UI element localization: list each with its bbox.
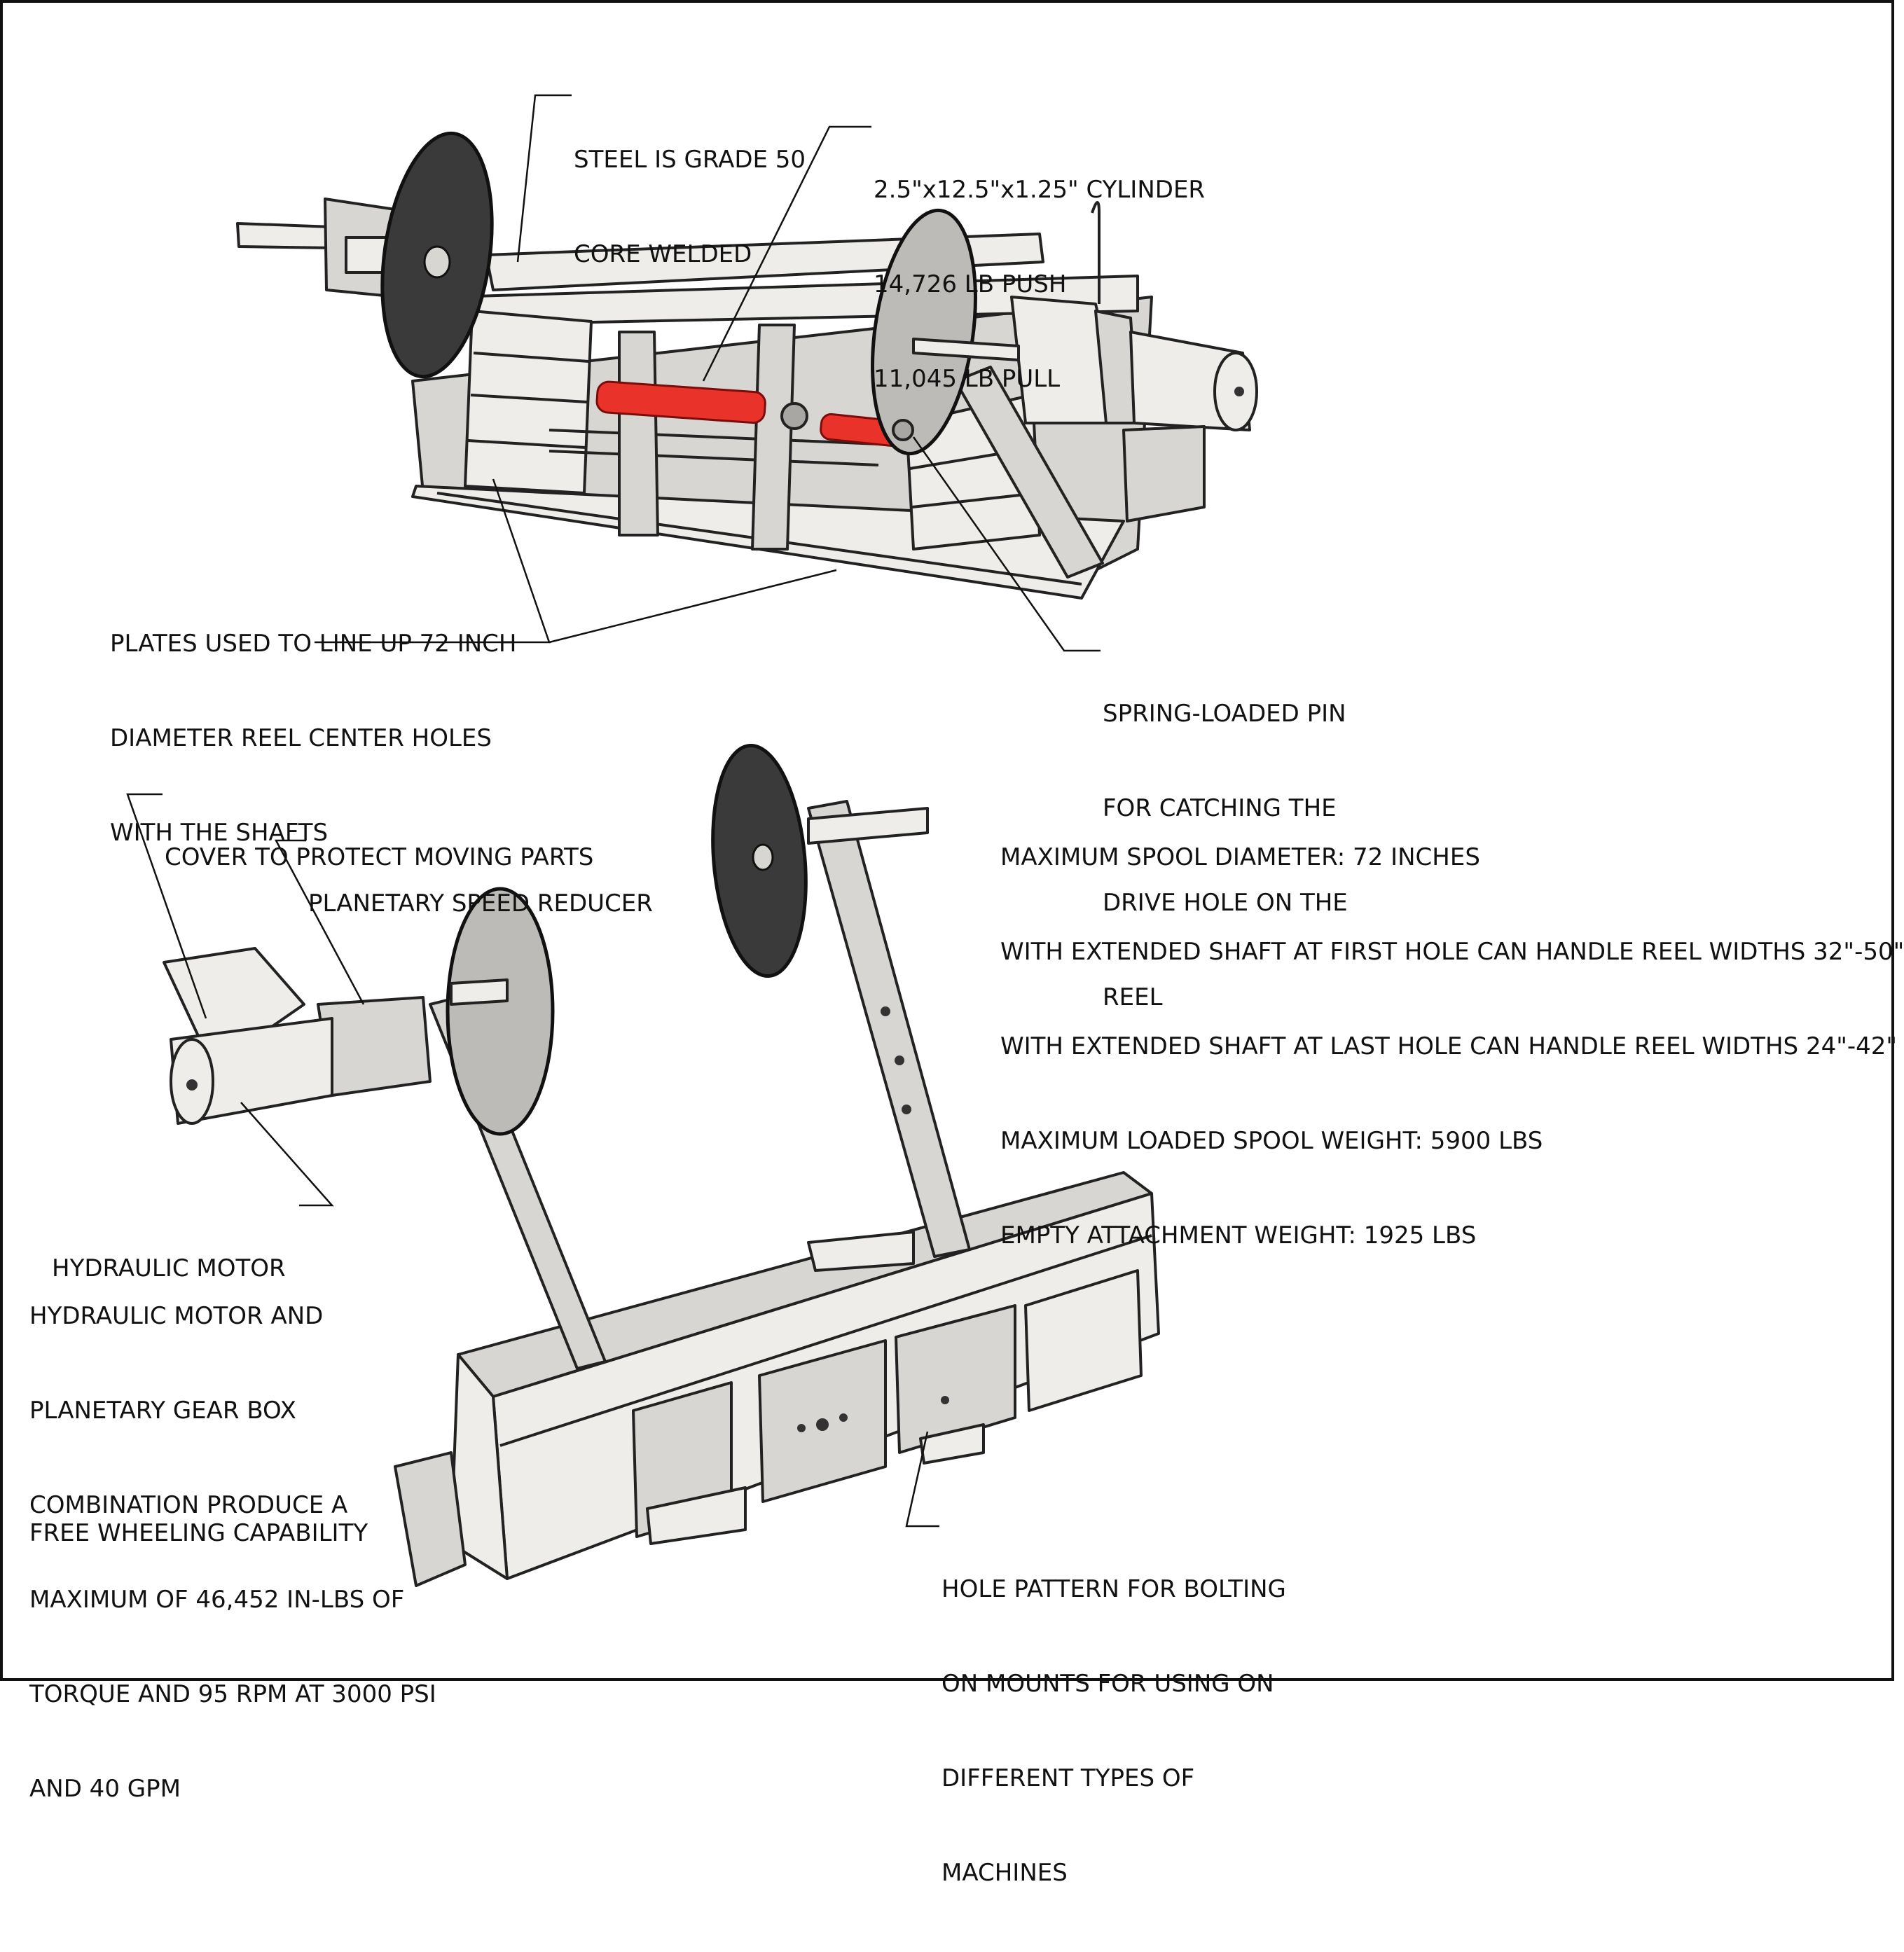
right-stub-shaft xyxy=(807,807,929,845)
callout-reducer: PLANETARY SPEED REDUCER xyxy=(308,890,653,918)
brace-right-diag xyxy=(954,366,1104,579)
mount-plate-right xyxy=(895,1304,1016,1454)
right-mount-box xyxy=(1122,425,1206,522)
pin-handle xyxy=(1091,201,1101,304)
left-disc-center-hole xyxy=(423,245,451,279)
leader-lines xyxy=(126,94,1101,1528)
beam-right-box xyxy=(1024,1269,1143,1412)
right-disc-center-hole xyxy=(752,843,774,871)
bottom-assembly xyxy=(163,744,1160,1587)
free-wheeling-note: FREE WHEELING CAPABILITY xyxy=(29,1519,368,1547)
left-end-bracket xyxy=(394,1451,467,1587)
spec-list: MAXIMUM SPOOL DIAMETER: 72 INCHES WITH E… xyxy=(1000,843,1904,1250)
drawing-sheet: STEEL IS GRADE 50 CORE WELDED 2.5"x12.5"… xyxy=(0,0,1904,1887)
reducer-block xyxy=(317,996,432,1097)
left-stub-shaft xyxy=(912,338,1020,361)
left-stub xyxy=(450,978,509,1006)
plate-left-upper xyxy=(464,310,593,494)
callout-spring-pin: SPRING-LOADED PIN FOR CATCHING THE DRIVE… xyxy=(1103,700,1348,1011)
hydraulic-cylinder-rod xyxy=(595,380,766,424)
callout-hole-pattern: HOLE PATTERN FOR BOLTING ON MOUNTS FOR U… xyxy=(941,1575,1286,1887)
right-reel-disc xyxy=(871,208,977,456)
cover-guard xyxy=(163,947,305,1069)
left-hub xyxy=(345,236,389,274)
cylinder-clevis xyxy=(780,402,808,430)
callout-hydraulic-motor: HYDRAULIC MOTOR xyxy=(52,1254,286,1282)
brace-mid xyxy=(751,324,796,551)
callout-steel-grade: STEEL IS GRADE 50 CORE WELDED xyxy=(574,146,806,268)
mechanical-drawing xyxy=(126,94,1258,1587)
motor-spec-note: HYDRAULIC MOTOR AND PLANETARY GEAR BOX C… xyxy=(29,1302,436,1803)
right-arm xyxy=(807,800,971,1258)
callout-cylinder: 2.5"x12.5"x1.25" CYLINDER 14,726 LB PUSH… xyxy=(874,176,1206,393)
left-shaft xyxy=(236,222,335,249)
lower-left-disc xyxy=(446,887,555,1136)
tab-left xyxy=(646,1486,747,1545)
callout-cover: COVER TO PROTECT MOVING PARTS xyxy=(165,843,594,871)
top-assembly xyxy=(236,131,1258,600)
callout-plates: PLATES USED TO LINE UP 72 INCH DIAMETER … xyxy=(110,630,517,847)
brace-left xyxy=(618,331,659,537)
spring-pin xyxy=(892,419,914,441)
base-foot xyxy=(807,1231,915,1272)
